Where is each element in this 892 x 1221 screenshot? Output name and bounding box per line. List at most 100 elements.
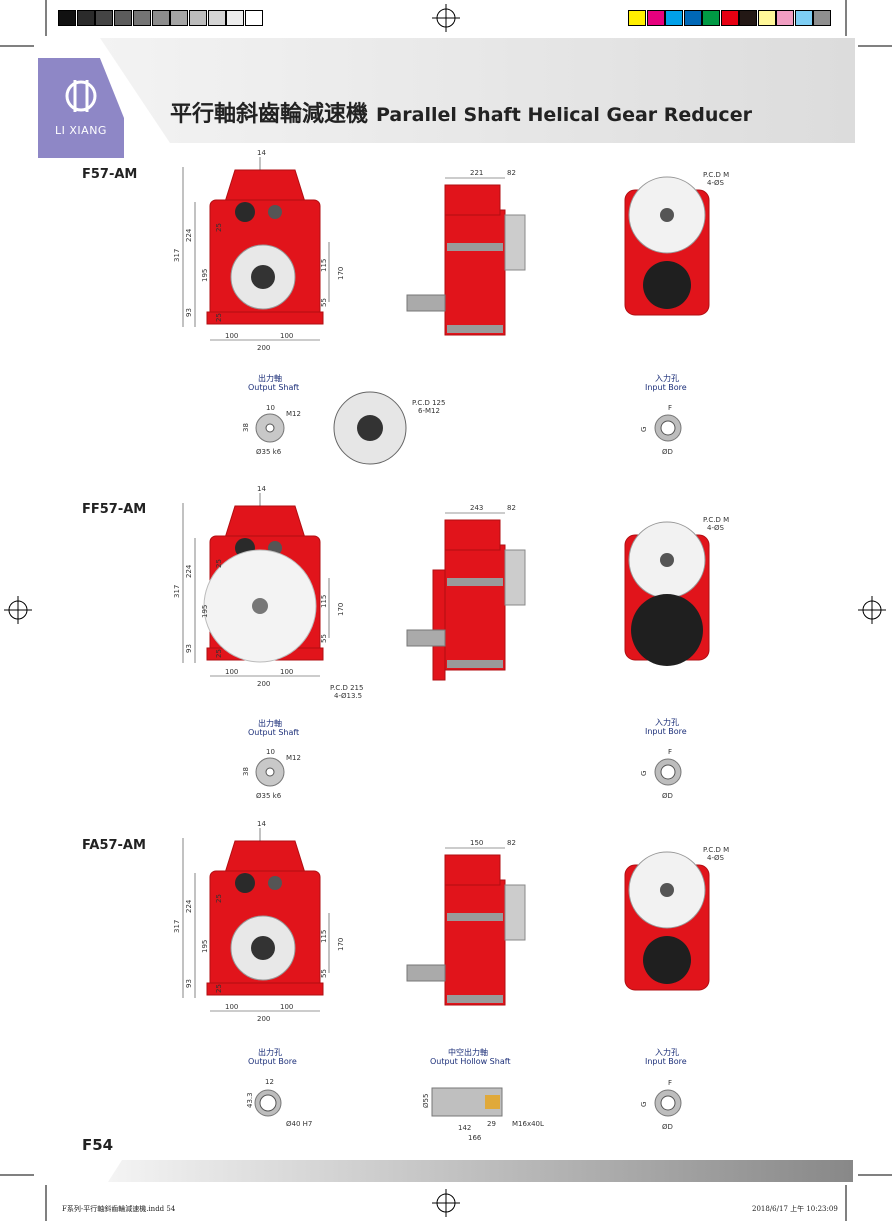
dimension-label: 82 xyxy=(507,169,516,177)
housing-top xyxy=(224,169,306,203)
bore-hole-icon xyxy=(660,420,676,436)
dimension-label: 317 xyxy=(173,585,181,598)
holes-label: 4-ØS xyxy=(707,854,724,862)
dimension-label: ØD xyxy=(662,448,673,456)
dimension-label: 243 xyxy=(470,504,483,512)
dimension-label: 100 xyxy=(280,668,293,676)
gray-swatch xyxy=(95,10,114,26)
dimension-label: 25 xyxy=(215,313,223,322)
input-bore-icon xyxy=(235,202,255,222)
dimension-label: 100 xyxy=(225,1003,238,1011)
dimension-label: 115 xyxy=(320,930,328,943)
dimension-label: Ø40 H7 xyxy=(286,1120,312,1128)
dimension-label: F xyxy=(668,1079,672,1087)
key-icon xyxy=(485,1095,500,1109)
page-title: 平行軸斜齒輪減速機 Parallel Shaft Helical Gear Red… xyxy=(170,96,752,128)
center-bore-icon xyxy=(660,208,674,222)
pcd-label: P.C.D M xyxy=(703,516,729,524)
hollow-shaft-icon xyxy=(431,1087,503,1117)
thread-hole-icon xyxy=(265,423,275,433)
dimension-label: 200 xyxy=(257,1015,270,1023)
dimension-label: 93 xyxy=(185,308,193,317)
header-band xyxy=(100,38,855,143)
dimension-label: 317 xyxy=(173,249,181,262)
bore-hole-icon xyxy=(660,1095,676,1111)
color-swatch xyxy=(720,10,739,26)
side-housing xyxy=(444,879,506,1006)
gray-swatch xyxy=(207,10,226,26)
dimension-label: 82 xyxy=(507,839,516,847)
side-housing-top xyxy=(444,519,501,551)
output-shaft-side xyxy=(406,964,446,982)
dimension-label: 195 xyxy=(201,269,209,282)
dimension-label: 14 xyxy=(257,485,266,493)
side-band xyxy=(447,995,503,1003)
gray-swatch xyxy=(151,10,170,26)
dimension-label: 224 xyxy=(185,899,193,913)
holes-label: 4-ØS xyxy=(707,179,724,187)
dimension-label: M12 xyxy=(286,754,301,762)
gray-swatch xyxy=(76,10,95,26)
motor-flange xyxy=(504,549,526,606)
dimension-label: 25 xyxy=(215,649,223,658)
thread-hole-icon xyxy=(265,767,275,777)
dimension-label: 195 xyxy=(201,940,209,953)
dimension-label: 100 xyxy=(280,1003,293,1011)
caption-english: Input Bore xyxy=(645,727,687,736)
dimension-label: G xyxy=(640,1102,648,1107)
dimension-label: 43.3 xyxy=(246,1092,254,1108)
title-english: Parallel Shaft Helical Gear Reducer xyxy=(376,104,752,126)
dimension-label: 100 xyxy=(225,332,238,340)
caption-english: Output Shaft xyxy=(248,728,299,737)
caption-english: Output Hollow Shaft xyxy=(430,1057,511,1066)
dimension-label: 93 xyxy=(185,644,193,653)
dimension-label: M12 xyxy=(286,410,301,418)
dimension-label: ØD xyxy=(662,792,673,800)
dimension-label: G xyxy=(640,771,648,776)
plug-icon xyxy=(268,205,282,219)
dimension-label: ØD xyxy=(662,1123,673,1131)
side-housing xyxy=(444,209,506,336)
dimension-label: 142 xyxy=(458,1124,471,1132)
dimension-label: 25 xyxy=(215,559,223,568)
dimension-label: 12 xyxy=(265,1078,274,1086)
brand-logo: LI XIANG xyxy=(38,58,124,158)
color-swatch xyxy=(702,10,720,26)
caption-chinese: 出力孔 xyxy=(258,1047,282,1057)
caption-english: Output Shaft xyxy=(248,383,299,392)
side-housing-top xyxy=(444,854,501,886)
color-swatch xyxy=(739,10,757,26)
housing-foot xyxy=(206,982,324,996)
side-band xyxy=(447,243,503,251)
dimension-label: 170 xyxy=(337,267,345,280)
dimension-label: 55 xyxy=(320,969,328,978)
dimension-label: 115 xyxy=(320,595,328,608)
housing-top xyxy=(224,840,306,874)
dimension-label: 100 xyxy=(225,668,238,676)
title-chinese: 平行軸斜齒輪減速機 xyxy=(170,101,369,127)
caption-chinese: 入力孔 xyxy=(655,717,679,727)
dimension-label: 115 xyxy=(320,259,328,272)
holes-label: 4-ØS xyxy=(707,524,724,532)
dimension-label: 150 xyxy=(470,839,483,847)
dimension-label: P.C.D 215 xyxy=(330,684,363,692)
output-shaft-side xyxy=(406,294,446,312)
gray-swatch xyxy=(58,10,76,26)
page-number: F54 xyxy=(82,1136,114,1154)
caption-english: Input Bore xyxy=(645,1057,687,1066)
caption-english: Input Bore xyxy=(645,383,687,392)
dimension-label: 10 xyxy=(266,748,275,756)
shaft-icon xyxy=(252,598,268,614)
flange-center-icon xyxy=(357,415,383,441)
gray-swatch xyxy=(132,10,151,26)
caption-english: Output Bore xyxy=(248,1057,297,1066)
dimension-label: 25 xyxy=(215,223,223,232)
dimension-label: Ø35 k6 xyxy=(256,792,282,800)
output-bore-hole-icon xyxy=(259,1094,277,1112)
color-swatch xyxy=(683,10,702,26)
side-housing xyxy=(444,544,506,671)
center-bore-icon xyxy=(660,883,674,897)
dimension-label: 55 xyxy=(320,634,328,643)
